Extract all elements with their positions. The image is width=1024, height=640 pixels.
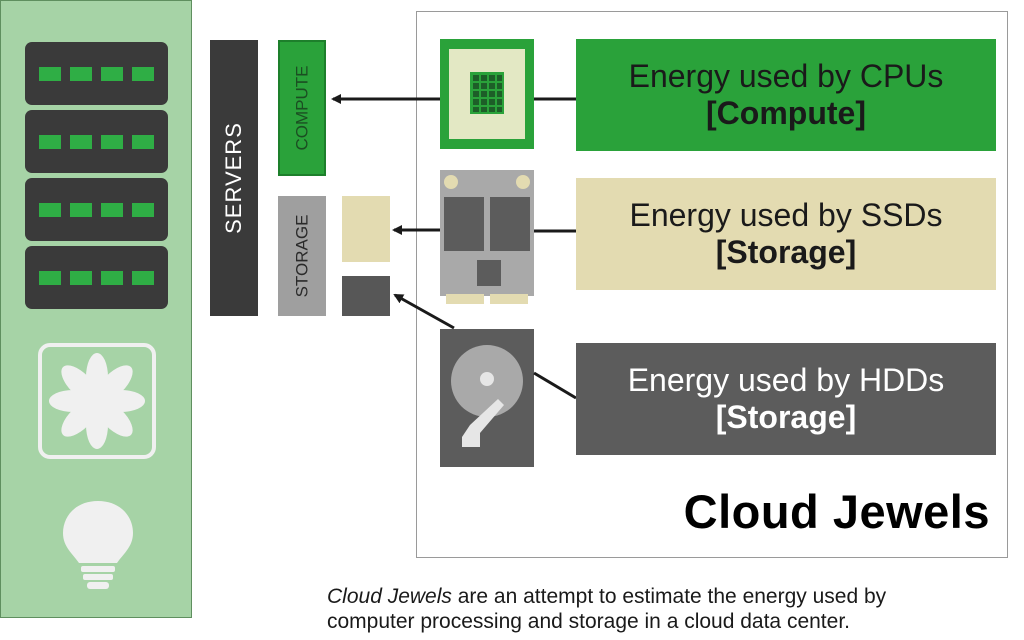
server-unit	[25, 246, 168, 309]
led-icon	[70, 135, 92, 149]
server-unit	[25, 42, 168, 105]
cpu-label-line2: [Compute]	[706, 95, 866, 131]
hdd-energy-label: Energy used by HDDs [Storage]	[576, 343, 996, 455]
caption-emphasis: Cloud Jewels	[327, 585, 452, 608]
led-icon	[39, 271, 61, 285]
caption: Cloud Jewels are an attempt to estimate …	[327, 584, 1017, 634]
hdd-arrow	[393, 293, 455, 330]
hdd-connector	[533, 371, 577, 400]
server-unit	[25, 110, 168, 173]
led-icon	[39, 203, 61, 217]
caption-line1: are an attempt to estimate the energy us…	[451, 585, 887, 608]
ssd-storage-slot	[342, 196, 390, 262]
ssd-label-line1: Energy used by SSDs	[629, 197, 943, 233]
led-icon	[39, 67, 61, 81]
led-icon	[132, 135, 154, 149]
led-icon	[132, 203, 154, 217]
caption-line2: computer processing and storage in a clo…	[327, 610, 850, 633]
hdd-icon	[440, 329, 534, 467]
hdd-storage-slot	[342, 276, 390, 316]
servers-bar: SERVERS	[210, 40, 258, 316]
cpu-icon	[440, 39, 534, 149]
fan-icon	[38, 343, 156, 459]
led-icon	[101, 67, 123, 81]
hdd-label-line1: Energy used by HDDs	[627, 362, 945, 398]
cpu-label-line1: Energy used by CPUs	[628, 58, 944, 94]
led-icon	[101, 203, 123, 217]
ssd-icon	[440, 170, 534, 304]
hdd-label-line2: [Storage]	[715, 399, 857, 435]
ssd-energy-label: Energy used by SSDs [Storage]	[576, 178, 996, 290]
ssd-label-line2: [Storage]	[715, 234, 857, 270]
led-icon	[70, 271, 92, 285]
led-icon	[101, 135, 123, 149]
compute-bar: COMPUTE	[278, 40, 326, 176]
led-icon	[132, 67, 154, 81]
led-icon	[101, 271, 123, 285]
led-icon	[70, 203, 92, 217]
server-unit	[25, 178, 168, 241]
box-title: Cloud Jewels	[683, 485, 990, 538]
server-rack	[0, 0, 192, 618]
storage-bar: STORAGE	[278, 196, 326, 316]
led-icon	[70, 67, 92, 81]
led-icon	[132, 271, 154, 285]
cpu-energy-label: Energy used by CPUs [Compute]	[576, 39, 996, 151]
led-icon	[39, 135, 61, 149]
lightbulb-icon	[57, 499, 139, 591]
